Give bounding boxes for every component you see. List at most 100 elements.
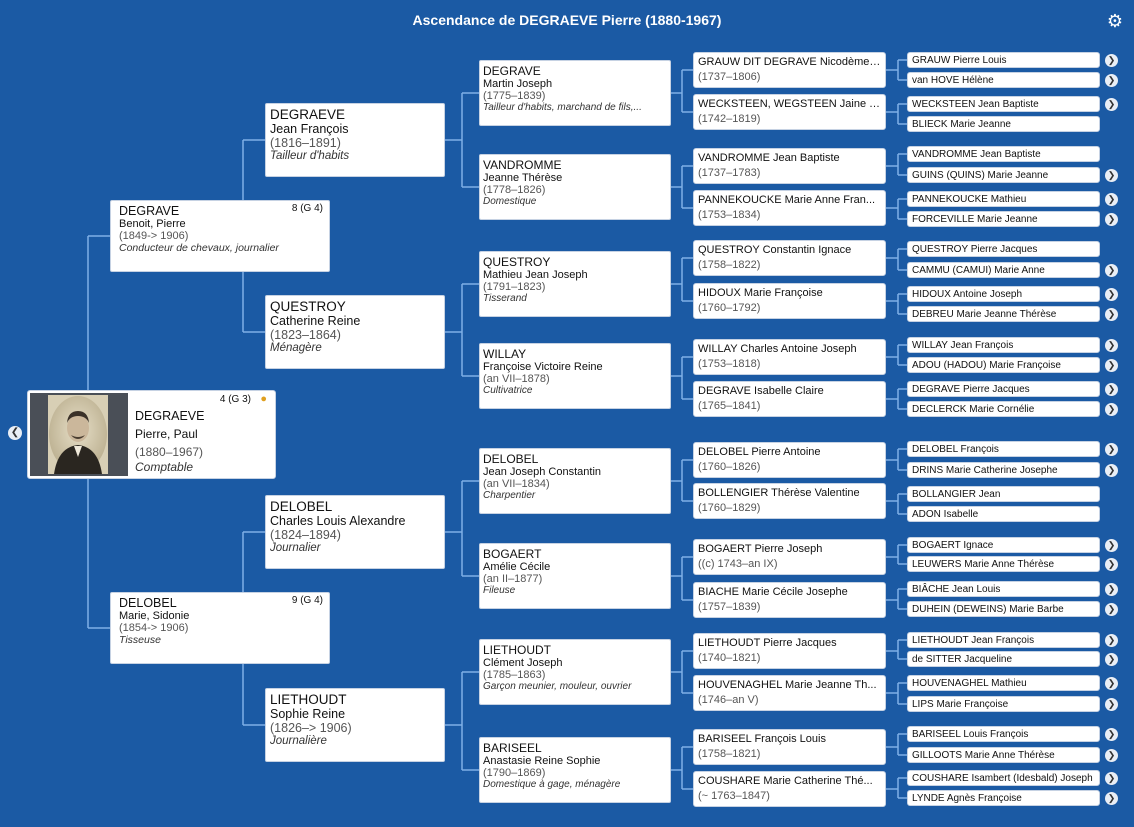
gen4-person-card[interactable]: BOGAERT Pierre Joseph((c) 1743–an IX)	[693, 539, 886, 575]
chevron-right-icon[interactable]: ❯	[1105, 464, 1118, 477]
chevron-right-icon[interactable]: ❯	[1105, 443, 1118, 456]
gen5-person-card[interactable]: WECKSTEEN Jean Baptiste	[907, 96, 1100, 112]
gen5-person-card[interactable]: BARISEEL Louis François	[907, 726, 1100, 742]
gen5-person-card[interactable]: COUSHARE Isambert (Idesbald) Joseph	[907, 770, 1100, 786]
person-name: LIETHOUDT Jean François	[912, 635, 1035, 646]
person-occupation: Domestique	[483, 196, 537, 207]
gen4-person-card[interactable]: VANDROMME Jean Baptiste(1737–1783)	[693, 148, 886, 184]
gen4-person-card[interactable]: DELOBEL Pierre Antoine(1760–1826)	[693, 442, 886, 478]
gen5-person-card[interactable]: DELOBEL François	[907, 441, 1100, 457]
gen5-person-card[interactable]: GILLOOTS Marie Anne Thérèse	[907, 747, 1100, 763]
gen4-person-card[interactable]: DEGRAVE Isabelle Claire(1765–1841)	[693, 381, 886, 417]
gen4-person-card[interactable]: LIETHOUDT Pierre Jacques(1740–1821)	[693, 633, 886, 669]
gen5-person-card[interactable]: GRAUW Pierre Louis	[907, 52, 1100, 68]
chevron-right-icon[interactable]: ❯	[1105, 308, 1118, 321]
gen4-person-card[interactable]: BARISEEL François Louis(1758–1821)	[693, 729, 886, 765]
chevron-right-icon[interactable]: ❯	[1105, 264, 1118, 277]
gen5-person-card[interactable]: BOGAERT Ignace	[907, 537, 1100, 553]
gen4-person-card[interactable]: COUSHARE Marie Catherine Thé...(~ 1763–1…	[693, 771, 886, 807]
chevron-right-icon[interactable]: ❯	[1105, 339, 1118, 352]
chevron-right-icon[interactable]: ❯	[1105, 539, 1118, 552]
gen4-person-card[interactable]: BOLLENGIER Thérèse Valentine(1760–1829)	[693, 483, 886, 519]
person-name: GILLOOTS Marie Anne Thérèse	[912, 750, 1055, 761]
chevron-right-icon[interactable]: ❯	[1105, 169, 1118, 182]
person-name: FORCEVILLE Marie Jeanne	[912, 214, 1038, 225]
chevron-right-icon[interactable]: ❯	[1105, 728, 1118, 741]
chevron-right-icon[interactable]: ❯	[1105, 634, 1118, 647]
gen5-person-card[interactable]: DEGRAVE Pierre Jacques	[907, 381, 1100, 397]
gen5-person-card[interactable]: CAMMU (CAMUI) Marie Anne	[907, 262, 1100, 278]
gen5-person-card[interactable]: DEBREU Marie Jeanne Thérèse	[907, 306, 1100, 322]
gen5-person-card[interactable]: ADON Isabelle	[907, 506, 1100, 522]
person-dates: (1757–1839)	[698, 601, 761, 613]
gen5-person-card[interactable]: LIPS Marie Françoise	[907, 696, 1100, 712]
chevron-right-icon[interactable]: ❯	[1105, 698, 1118, 711]
gen5-person-card[interactable]: BLIECK Marie Jeanne	[907, 116, 1100, 132]
gen5-person-card[interactable]: DRINS Marie Catherine Josephe	[907, 462, 1100, 478]
chevron-left-icon[interactable]: ❮	[8, 426, 22, 440]
gen4-person-card[interactable]: BIACHE Marie Cécile Josephe(1757–1839)	[693, 582, 886, 618]
gen4-person-card[interactable]: HIDOUX Marie Françoise(1760–1792)	[693, 283, 886, 319]
gen5-person-card[interactable]: QUESTROY Pierre Jacques	[907, 241, 1100, 257]
chevron-right-icon[interactable]: ❯	[1105, 193, 1118, 206]
chevron-right-icon[interactable]: ❯	[1105, 98, 1118, 111]
gen5-person-card[interactable]: LIETHOUDT Jean François	[907, 632, 1100, 648]
gen5-person-card[interactable]: FORCEVILLE Marie Jeanne	[907, 211, 1100, 227]
gen5-person-card[interactable]: LYNDE Agnès Françoise	[907, 790, 1100, 806]
gen4-person-card[interactable]: WILLAY Charles Antoine Joseph(1753–1818)	[693, 339, 886, 375]
chevron-right-icon[interactable]: ❯	[1105, 74, 1118, 87]
chevron-right-icon[interactable]: ❯	[1105, 359, 1118, 372]
gen4-person-card[interactable]: QUESTROY Constantin Ignace(1758–1822)	[693, 240, 886, 276]
chevron-right-icon[interactable]: ❯	[1105, 772, 1118, 785]
chevron-right-icon[interactable]: ❯	[1105, 792, 1118, 805]
gen4-person-card[interactable]: GRAUW DIT DEGRAVE Nicodème ...(1737–1806…	[693, 52, 886, 88]
gen5-person-card[interactable]: HOUVENAGHEL Mathieu	[907, 675, 1100, 691]
gen5-person-card[interactable]: DECLERCK Marie Cornélie	[907, 401, 1100, 417]
chevron-right-icon[interactable]: ❯	[1105, 558, 1118, 571]
chevron-right-icon[interactable]: ❯	[1105, 583, 1118, 596]
chevron-right-icon[interactable]: ❯	[1105, 403, 1118, 416]
chevron-right-icon[interactable]: ❯	[1105, 383, 1118, 396]
person-given-names: Catherine Reine	[270, 314, 361, 328]
chevron-right-icon[interactable]: ❯	[1105, 288, 1118, 301]
chevron-right-icon[interactable]: ❯	[1105, 677, 1118, 690]
gen5-person-card[interactable]: PANNEKOUCKE Mathieu	[907, 191, 1100, 207]
gen5-person-card[interactable]: BIÂCHE Jean Louis	[907, 581, 1100, 597]
gen4-person-card[interactable]: PANNEKOUCKE Marie Anne Fran...(1753–1834…	[693, 190, 886, 226]
gen5-person-card[interactable]: de SITTER Jacqueline	[907, 651, 1100, 667]
person-given-names: Charles Louis Alexandre	[270, 514, 406, 528]
chevron-right-icon[interactable]: ❯	[1105, 749, 1118, 762]
chevron-right-icon[interactable]: ❯	[1105, 653, 1118, 666]
gen5-person-card[interactable]: ADOU (HADOU) Marie Françoise	[907, 357, 1100, 373]
chevron-right-icon[interactable]: ❯	[1105, 54, 1118, 67]
gen5-person-card[interactable]: BOLLANGIER Jean	[907, 486, 1100, 502]
gen5-person-card[interactable]: LEUWERS Marie Anne Thérèse	[907, 556, 1100, 572]
gen5-person-card[interactable]: HIDOUX Antoine Joseph	[907, 286, 1100, 302]
chevron-right-icon[interactable]: ❯	[1105, 213, 1118, 226]
person-surname: BARISEEL	[483, 741, 542, 755]
gen5-person-card[interactable]: WILLAY Jean François	[907, 337, 1100, 353]
gear-icon[interactable]: ⚙	[1106, 11, 1124, 31]
gen4-person-card[interactable]: WECKSTEEN, WEGSTEEN Jaine Th...(1742–181…	[693, 94, 886, 130]
gen5-person-card[interactable]: GUINS (QUINS) Marie Jeanne	[907, 167, 1100, 183]
root-person-card[interactable]: 4 (G 3) ● DEGRAEVE Pierre, Paul (1880–19…	[27, 390, 276, 479]
gen5-person-card[interactable]: van HOVE Hélène	[907, 72, 1100, 88]
chevron-right-icon[interactable]: ❯	[1105, 603, 1118, 616]
gen4-person-card[interactable]: HOUVENAGHEL Marie Jeanne Th...(1746–an V…	[693, 675, 886, 711]
gen5-person-card[interactable]: VANDROMME Jean Baptiste	[907, 146, 1100, 162]
gen5-person-card[interactable]: DUHEIN (DEWEINS) Marie Barbe	[907, 601, 1100, 617]
